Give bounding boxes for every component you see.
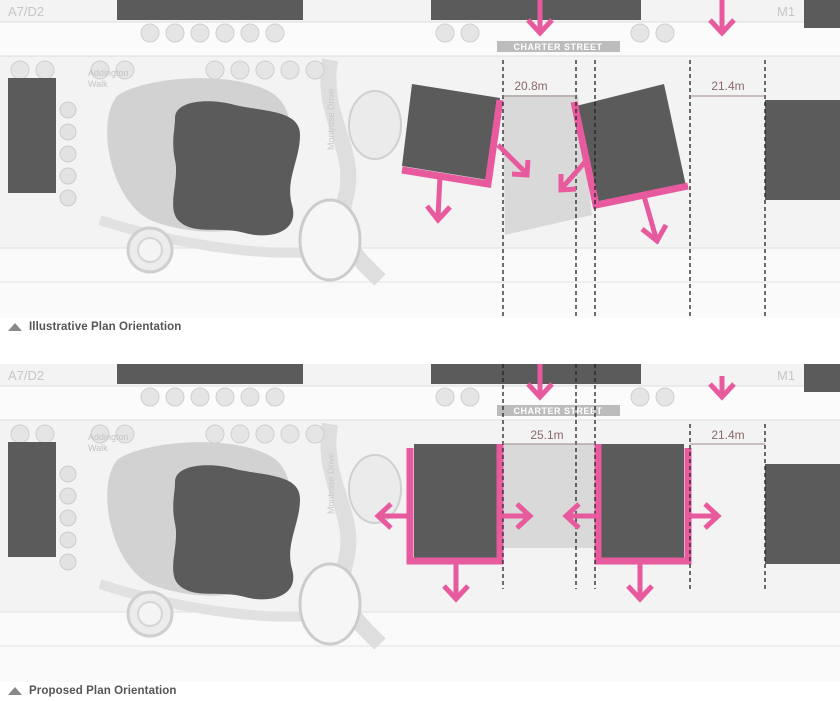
lower-road-band bbox=[0, 248, 840, 318]
playground-feature bbox=[298, 198, 362, 282]
caption-triangle-icon bbox=[8, 323, 22, 331]
oval-feature bbox=[348, 454, 402, 524]
caption-text: Illustrative Plan Orientation bbox=[29, 321, 182, 333]
building-a bbox=[402, 84, 500, 180]
arrow-down-icon bbox=[708, 376, 736, 401]
montrose-drive-path bbox=[320, 422, 386, 650]
arrow-down-icon bbox=[526, 0, 554, 37]
street-label: CHARTER STREET bbox=[513, 406, 602, 416]
road-band bbox=[0, 22, 840, 56]
arrow-left-icon bbox=[562, 502, 598, 530]
street-label-bg bbox=[497, 405, 620, 416]
garden-circle-inner bbox=[137, 237, 163, 263]
garden-circle-inner bbox=[137, 601, 163, 627]
caption-triangle-icon bbox=[8, 687, 22, 695]
arrow-right-icon bbox=[500, 502, 534, 530]
frontage-line-a bbox=[401, 99, 504, 189]
illustrative-plan-diagram: CHARTER STREET Addington Walk Montrose D… bbox=[0, 0, 840, 318]
caption-text: Proposed Plan Orientation bbox=[29, 685, 177, 697]
illustrative-plan-caption: Illustrative Plan Orientation bbox=[8, 318, 181, 336]
dimension-guides bbox=[502, 364, 766, 589]
block-top-center bbox=[431, 0, 641, 20]
arrow-right-icon bbox=[688, 502, 722, 530]
arrow-left-icon bbox=[374, 502, 410, 530]
lower-road-band bbox=[0, 612, 840, 682]
frontage-line-b bbox=[594, 444, 692, 565]
dimension-label-left: 20.8m bbox=[514, 79, 547, 93]
arrow-down-left-icon bbox=[558, 160, 587, 193]
tree-column-left bbox=[59, 465, 77, 571]
tree-row-top bbox=[10, 387, 675, 444]
arrow-down-icon bbox=[640, 195, 669, 245]
right-block-label: M1 bbox=[777, 4, 795, 19]
playground-feature bbox=[298, 562, 362, 646]
block-top-left bbox=[117, 364, 303, 384]
arrow-down-icon bbox=[425, 175, 452, 224]
corner-block-label: A7/D2 bbox=[8, 4, 44, 19]
arrow-down-icon bbox=[708, 0, 736, 37]
arrow-down-icon bbox=[526, 364, 554, 401]
building-b bbox=[598, 444, 684, 558]
block-right bbox=[765, 100, 840, 200]
block-top-center bbox=[431, 364, 641, 384]
street-label: CHARTER STREET bbox=[513, 42, 602, 52]
block-top-right bbox=[804, 0, 840, 28]
central-tower-blob bbox=[173, 465, 300, 600]
montrose-drive-path bbox=[320, 58, 386, 286]
block-right bbox=[765, 464, 840, 564]
proposed-plan-panel: CHARTER STREET Addington Walk Montrose D… bbox=[0, 364, 840, 682]
dimension-label-right: 21.4m bbox=[711, 428, 744, 442]
tree-row-top bbox=[10, 23, 675, 80]
building-b bbox=[576, 84, 686, 205]
addington-label-2: Walk bbox=[88, 79, 108, 89]
arrow-down-icon bbox=[626, 561, 654, 603]
dimension-label-right: 21.4m bbox=[711, 79, 744, 93]
orientation-arrows bbox=[374, 364, 736, 603]
arrow-down-icon bbox=[442, 561, 470, 603]
central-tower-blob bbox=[173, 101, 300, 236]
addington-label-1: Addington bbox=[88, 432, 129, 442]
addington-label-2: Walk bbox=[88, 443, 108, 453]
tree-column-left bbox=[59, 101, 77, 207]
dimension-label-left: 25.1m bbox=[530, 428, 563, 442]
orientation-arrows bbox=[425, 0, 736, 245]
building-a bbox=[414, 444, 500, 558]
arrow-down-right-icon bbox=[496, 143, 531, 178]
illustrative-plan-panel: CHARTER STREET Addington Walk Montrose D… bbox=[0, 0, 840, 318]
block-top-left bbox=[117, 0, 303, 20]
montrose-drive-label: Montrose Drive bbox=[326, 89, 336, 150]
road-band bbox=[0, 386, 840, 420]
addington-label-1: Addington bbox=[88, 68, 129, 78]
proposed-plan-caption: Proposed Plan Orientation bbox=[8, 682, 177, 700]
frontage-line-b bbox=[570, 101, 689, 210]
courtyard-area bbox=[503, 444, 595, 548]
oval-feature bbox=[348, 90, 402, 160]
montrose-drive-label: Montrose Drive bbox=[326, 453, 336, 514]
right-block-label: M1 bbox=[777, 368, 795, 383]
block-left bbox=[8, 78, 56, 193]
courtyard-area bbox=[503, 95, 592, 235]
street-label-bg bbox=[497, 41, 620, 52]
block-top-right bbox=[804, 364, 840, 392]
proposed-plan-diagram: CHARTER STREET Addington Walk Montrose D… bbox=[0, 364, 840, 682]
block-left bbox=[8, 442, 56, 557]
corner-block-label: A7/D2 bbox=[8, 368, 44, 383]
